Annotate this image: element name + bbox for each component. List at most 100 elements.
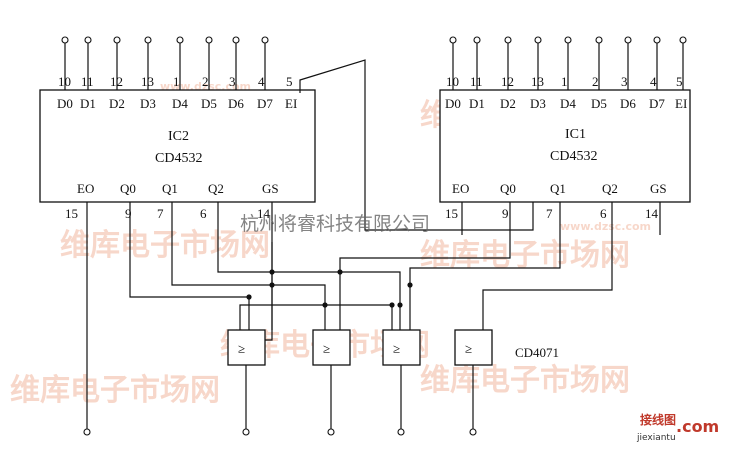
ic1-input-terminal [653, 36, 661, 44]
junction-dot [322, 302, 328, 308]
ic2-bottom-signal-label: Q2 [208, 181, 224, 196]
watermark-3: 维库电子市场网 [60, 228, 270, 263]
ic2-bottom-pin-number: 9 [125, 206, 132, 221]
or-gate-box [227, 329, 266, 366]
ic1-top-signal-label: D7 [649, 96, 665, 111]
ic2-bottom-pin-number: 14 [257, 206, 271, 221]
ic2-input-terminal [61, 36, 69, 44]
ei-link-wire [299, 59, 534, 231]
output-terminal [397, 428, 405, 436]
ic1-q1-wire [409, 202, 561, 330]
ic2-bottom-pin-number: 15 [65, 206, 78, 221]
ic1-top-signal-label: D0 [445, 96, 461, 111]
ic2-input-terminal [176, 36, 184, 44]
ic1-q0-wire [339, 202, 511, 330]
ic2-top-signal-label: D0 [57, 96, 73, 111]
ic2-input-terminal [84, 36, 92, 44]
pin-layer: 10D011D112D213D31D42D53D64D75EIEO15Q09Q1… [57, 36, 687, 221]
ic1-top-signal-label: D6 [620, 96, 636, 111]
ic2-top-pin-number: 3 [229, 74, 236, 89]
ic1-bottom-signal-label: GS [650, 181, 667, 196]
ic2-input-terminal [144, 36, 152, 44]
ic1-top-signal-label: D1 [469, 96, 485, 111]
ic1-top-pin-number: 1 [561, 74, 568, 89]
output-terminal [242, 428, 250, 436]
ic1-input-terminal [624, 36, 632, 44]
junction-dot [269, 269, 275, 275]
logo-suffix: .com [676, 417, 719, 436]
or-gate-2: ≥ [312, 329, 351, 430]
ic2-top-pin-number: 2 [202, 74, 209, 89]
junction-dot [269, 282, 275, 288]
or-gate-symbol: ≥ [393, 341, 400, 356]
junction-dot [397, 302, 403, 308]
ic1-top-pin-number: 10 [446, 74, 459, 89]
ic2-input-terminal [113, 36, 121, 44]
ic2-top-pin-number: 12 [110, 74, 123, 89]
ic1-bottom-signal-label: Q0 [500, 181, 516, 196]
junction-dot [337, 269, 343, 275]
or-gate-symbol: ≥ [323, 341, 330, 356]
ic1-input-terminal [504, 36, 512, 44]
ic2-bottom-signal-label: Q1 [162, 181, 178, 196]
or-gate-symbol: ≥ [465, 341, 472, 356]
or-gate-box [382, 329, 421, 366]
logo-cn: 接线图 [640, 412, 676, 427]
ic1-top-pin-number: 2 [592, 74, 599, 89]
ic1-top-pin-number: 4 [650, 74, 657, 89]
cross-wire-a [239, 304, 393, 330]
ic2-input-terminal [232, 36, 240, 44]
ic1-title: IC1 [565, 127, 586, 142]
ic1-top-pin-number: 11 [470, 74, 483, 89]
ic2-bottom-signal-label: Q0 [120, 181, 136, 196]
junction-dot [246, 294, 252, 300]
ic2-title: IC2 [168, 129, 189, 144]
ic2-top-pin-number: 5 [286, 74, 293, 89]
ic2-top-signal-label: EI [285, 96, 297, 111]
or-gate-box [454, 329, 493, 366]
or-gate-box [312, 329, 351, 366]
watermark-6: 维库电子市场网 [420, 363, 630, 398]
or-gate-symbol: ≥ [238, 341, 245, 356]
ic2-top-pin-number: 1 [173, 74, 180, 89]
overlay-company-text: 杭州将睿科技有限公司 [240, 213, 430, 235]
ic2-top-signal-label: D1 [80, 96, 96, 111]
ic1-bottom-pin-number: 14 [645, 206, 659, 221]
or-gate-4: ≥ [454, 329, 493, 430]
ic2-bottom-pin-number: 6 [200, 206, 207, 221]
ic1-box [439, 89, 691, 203]
ic1-input-terminal [595, 36, 603, 44]
ic2-top-signal-label: D5 [201, 96, 217, 111]
junction-dot [407, 282, 413, 288]
ic2-top-signal-label: D4 [172, 96, 188, 111]
ic2-top-pin-number: 10 [58, 74, 71, 89]
ic2-top-pin-number: 4 [258, 74, 265, 89]
ic2-bottom-signal-label: GS [262, 181, 279, 196]
output-terminal [83, 428, 91, 436]
ic1-bottom-signal-label: Q2 [602, 181, 618, 196]
ic1-input-terminal [534, 36, 542, 44]
ic2-top-pin-number: 13 [141, 74, 154, 89]
ic1-q2-wire [482, 202, 613, 330]
ic1-input-terminal [564, 36, 572, 44]
watermark-5: 维库电子市场网 [10, 373, 220, 408]
output-terminal [469, 428, 477, 436]
ic2-top-pin-number: 11 [81, 74, 94, 89]
ic2-top-signal-label: D6 [228, 96, 244, 111]
ic1-top-pin-number: 5 [676, 74, 683, 89]
watermark-url-2: www.dzsc.com [560, 220, 651, 233]
ic1-top-pin-number: 13 [531, 74, 544, 89]
logo-domain: jiexiantu [636, 433, 676, 443]
or-gate-3: ≥ [382, 329, 421, 430]
watermark-4: 维库电子市场网 [420, 238, 630, 273]
ic1-top-signal-label: D3 [530, 96, 546, 111]
ic1-top-signal-label: EI [675, 96, 687, 111]
or-chip-label: CD4071 [515, 345, 559, 360]
ic2-q0-wire [129, 202, 250, 330]
ic2-top-signal-label: D7 [257, 96, 273, 111]
ic2-bottom-pin-number: 7 [157, 206, 164, 221]
output-terminal [327, 428, 335, 436]
junction-dot [389, 302, 395, 308]
